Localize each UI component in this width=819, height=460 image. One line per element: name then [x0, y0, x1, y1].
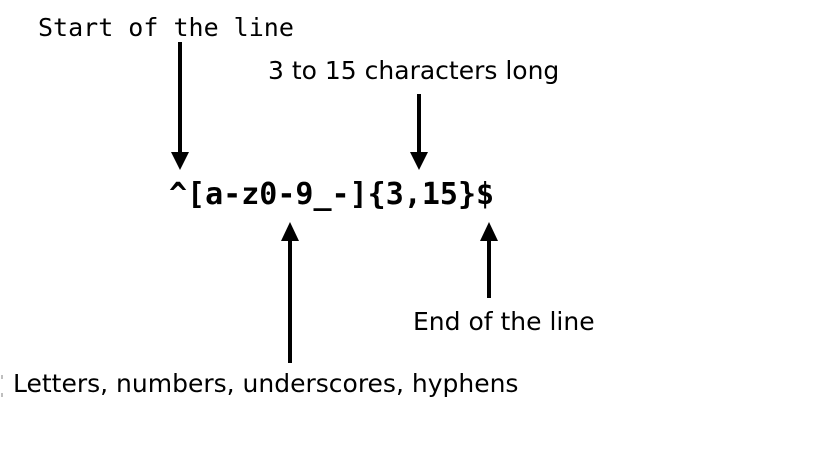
length-down-arrow-icon	[410, 94, 428, 170]
length-label: 3 to 15 characters long	[268, 56, 560, 85]
edge-artifact-mark	[1, 393, 3, 397]
edge-artifact-mark	[1, 375, 3, 379]
end-of-line-label: End of the line	[413, 307, 595, 336]
end-up-arrow-icon	[480, 222, 498, 298]
charclass-label: Letters, numbers, underscores, hyphens	[13, 369, 519, 398]
start-of-line-label: Start of the line	[38, 13, 294, 42]
regex-pattern-text: ^[a-z0-9_-]{3,15}$	[169, 177, 495, 212]
start-down-arrow-icon	[171, 42, 189, 170]
charclass-up-arrow-icon	[281, 222, 299, 363]
